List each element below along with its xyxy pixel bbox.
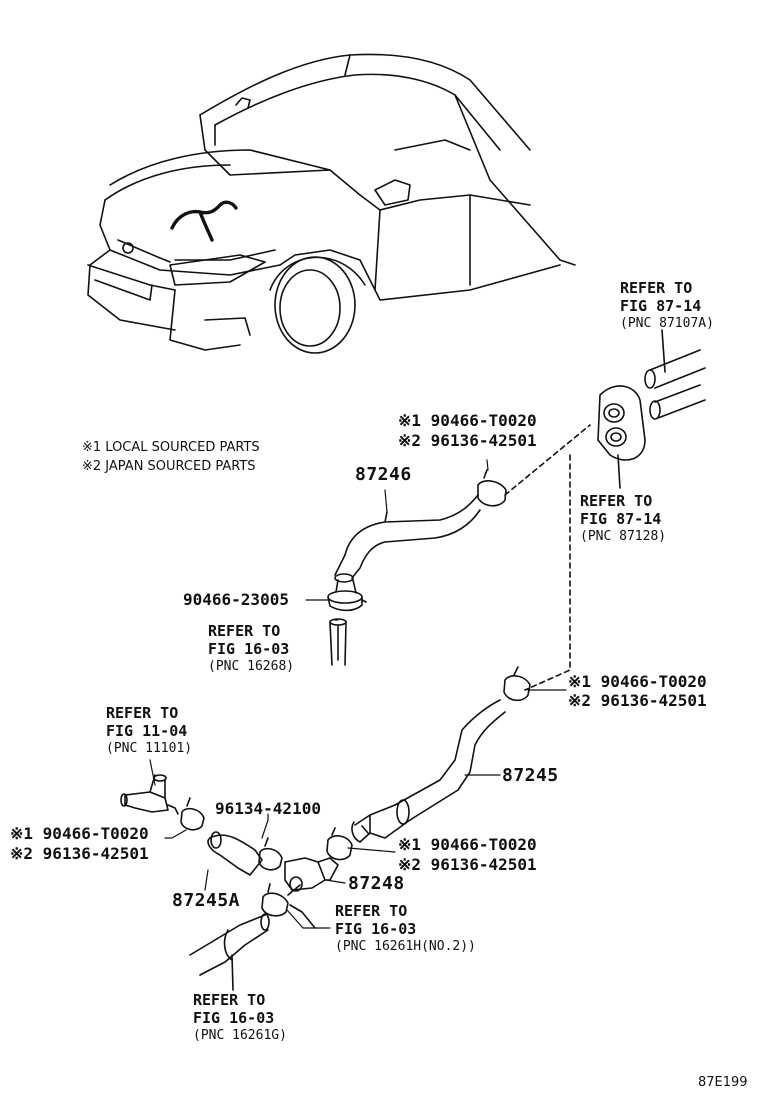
clamp-A-japan-pn: ※2 96136-42501 <box>398 431 537 450</box>
part-90466-23005: 90466-23005 <box>183 590 289 609</box>
clamp-D <box>180 797 205 831</box>
hose-87245 <box>351 699 506 843</box>
clamp-90466-23005 <box>327 590 367 612</box>
ref-line2: FIG 16-03 <box>335 920 417 938</box>
clamp-A <box>477 469 507 507</box>
ref-pnc: (PNC 87128) <box>580 529 667 544</box>
part-87245A: 87245A <box>172 890 241 911</box>
ref-16268: REFER TO FIG 16-03 (PNC 16268) <box>208 622 294 676</box>
ref-pnc: (PNC 16268) <box>208 659 295 674</box>
clamp-C-japan-pn: ※2 96136-42501 <box>398 855 537 874</box>
ref-line1: REFER TO <box>580 492 653 510</box>
ref-11101: REFER TO FIG 11-04 (PNC 11101) <box>106 704 192 758</box>
ref-line1: REFER TO <box>620 279 693 297</box>
ref-87107a: REFER TO FIG 87-14 (PNC 87107A) <box>620 279 714 333</box>
part-96134-42100: 96134-42100 <box>215 799 321 818</box>
ref-line1: REFER TO <box>335 902 408 920</box>
pipe-16268 <box>329 618 347 666</box>
heater-pipes-87107a <box>644 329 706 420</box>
vehicle-illustration <box>87 53 576 354</box>
part-87246: 87246 <box>355 464 412 485</box>
part-87248: 87248 <box>348 873 405 894</box>
note-local-sourced: ※1 LOCAL SOURCED PARTS <box>82 440 260 455</box>
ref-line2: FIG 11-04 <box>106 722 188 740</box>
clamp-C-local-pn: ※1 90466-T0020 <box>398 835 537 854</box>
pipe-16261h <box>289 904 316 929</box>
ref-line2: FIG 87-14 <box>620 297 702 315</box>
ref-line2: FIG 16-03 <box>208 640 290 658</box>
clamp-B-japan-pn: ※2 96136-42501 <box>568 691 707 710</box>
leader-lines <box>149 459 567 929</box>
clamp-96134-42100 <box>258 837 283 871</box>
ref-line2: FIG 16-03 <box>193 1009 275 1027</box>
pipe-16261g <box>189 913 270 991</box>
grommet-87128 <box>597 385 646 489</box>
clamp-A-local-pn: ※1 90466-T0020 <box>398 411 537 430</box>
ref-pnc: (PNC 11101) <box>106 741 193 756</box>
ref-16261h: REFER TO FIG 16-03 (PNC 16261H(NO.2)) <box>335 902 476 956</box>
part-87245: 87245 <box>502 765 559 786</box>
ref-pnc: (PNC 16261H(NO.2)) <box>335 939 476 954</box>
connector-87248 <box>284 857 339 896</box>
pipe-11101 <box>120 774 179 815</box>
ref-87128: REFER TO FIG 87-14 (PNC 87128) <box>580 492 666 546</box>
clamp-B-local-pn: ※1 90466-T0020 <box>568 672 707 691</box>
clamp-B <box>503 666 531 702</box>
ref-line1: REFER TO <box>106 704 179 722</box>
ref-pnc: (PNC 16261G) <box>193 1028 287 1043</box>
clamp-E <box>261 883 289 917</box>
clamp-C <box>326 827 353 861</box>
ref-line1: REFER TO <box>208 622 281 640</box>
hose-87245A <box>207 831 263 876</box>
hose-87246 <box>334 494 481 594</box>
clamp-D-local-pn: ※1 90466-T0020 <box>10 824 149 843</box>
ref-line1: REFER TO <box>193 991 266 1009</box>
note-japan-sourced: ※2 JAPAN SOURCED PARTS <box>82 459 256 474</box>
ref-pnc: (PNC 87107A) <box>620 316 714 331</box>
ref-16261g: REFER TO FIG 16-03 (PNC 16261G) <box>193 991 287 1045</box>
diagram-code: 87E199 <box>698 1075 748 1090</box>
ref-line2: FIG 87-14 <box>580 510 662 528</box>
clamp-D-japan-pn: ※2 96136-42501 <box>10 844 149 863</box>
